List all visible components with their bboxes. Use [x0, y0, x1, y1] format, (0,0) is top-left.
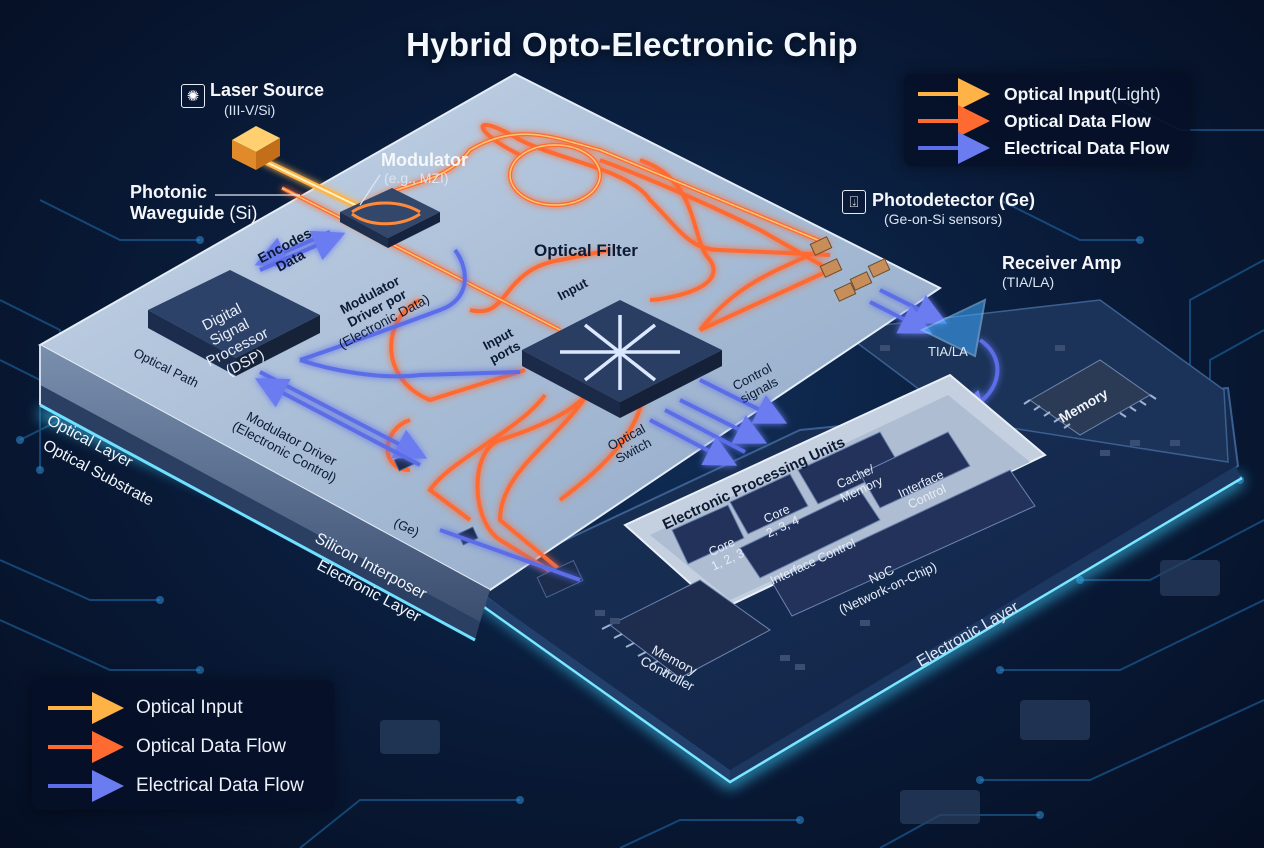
legend-label: Electrical Data Flow [136, 775, 304, 796]
laser-icon: ✺ [181, 84, 205, 108]
legend-bottom-item: Electrical Data Flow [136, 775, 304, 797]
epu-block [623, 373, 1047, 617]
diagram-title: Hybrid Opto-Electronic Chip [406, 26, 858, 63]
legend-bottom: Optical Input Optical Data Flow Electric… [32, 680, 334, 810]
legend-top-item: Electrical Data Flow [1004, 138, 1169, 159]
laser-source-block [232, 126, 280, 170]
laser-source-title: Laser Source [210, 80, 325, 100]
optical-filter-label: Optical Filter [534, 241, 638, 260]
legend-sub: (Light) [1110, 84, 1161, 104]
legend-top-item: Optical Input (Light) [1004, 84, 1161, 105]
waveguide-line1: Photonic [130, 182, 207, 202]
waveguide-word: Waveguide [130, 203, 225, 223]
memory-chip-graphic [1023, 359, 1157, 436]
modulator-title: Modulator [381, 150, 468, 170]
receiver-amp-title: Receiver Amp [1002, 253, 1122, 273]
laser-source-sub: (III-V/Si) [224, 102, 276, 118]
legend-label: Optical Input [136, 697, 243, 718]
legend-label: Optical Data Flow [136, 736, 286, 757]
optical-switch-block [522, 300, 722, 418]
tia-la-label: TIA/LA [928, 344, 968, 359]
legend-top: Optical Input (Light) Optical Data Flow … [904, 74, 1190, 166]
modulator-sub: (e.g., MZI) [384, 170, 449, 186]
legend-bottom-item: Optical Data Flow [136, 736, 286, 758]
legend-label: Optical Data Flow [1004, 111, 1151, 131]
legend-bottom-item: Optical Input [136, 697, 243, 719]
memory-controller-graphic [601, 579, 771, 679]
dsp-block [148, 270, 320, 376]
waveguide-line2: Waveguide (Si) [130, 203, 257, 224]
waveguide-sub: (Si) [224, 203, 258, 223]
receiver-amp-sub: (TIA/LA) [1002, 274, 1055, 290]
photodetector-sub: (Ge-on-Si sensors) [884, 211, 1003, 227]
photodetector-title: Photodetector (Ge) [872, 190, 1036, 210]
legend-top-item: Optical Data Flow [1004, 111, 1151, 132]
photodetector-icon: ⍗ [842, 190, 866, 214]
legend-label: Electrical Data Flow [1004, 138, 1170, 158]
modulator-block [340, 188, 440, 248]
legend-label: Optical Input [1004, 84, 1111, 104]
